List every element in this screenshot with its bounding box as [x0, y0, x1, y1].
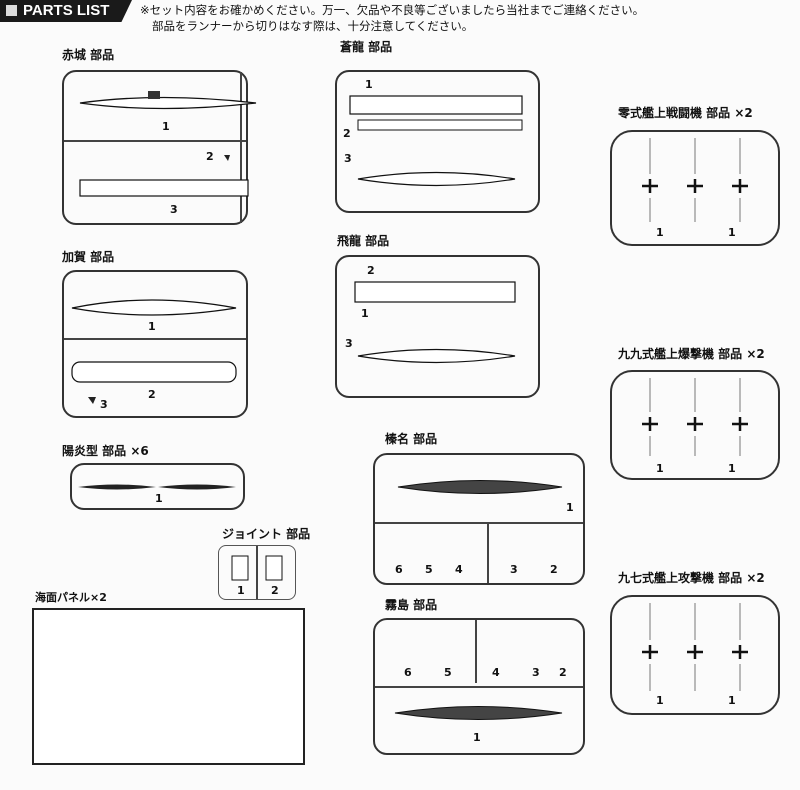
kirishima-sprue: [373, 618, 585, 755]
part-number: 1: [728, 226, 736, 239]
part-number: 1: [656, 226, 664, 239]
part-number: 6: [395, 563, 403, 576]
part-number: 5: [444, 666, 452, 679]
part-number: 3: [100, 398, 108, 411]
part-number: 2: [550, 563, 558, 576]
aircraft-part: [687, 179, 703, 193]
part-number: 1: [365, 78, 373, 91]
aircraft-part: [642, 179, 658, 193]
part-number: 1: [728, 462, 736, 475]
kirishima-label: 霧島 部品: [385, 598, 438, 612]
part-number: 1: [473, 731, 481, 744]
part-number: 3: [344, 152, 352, 165]
part-number: 1: [566, 501, 574, 514]
kaga-label: 加賀 部品: [62, 250, 115, 264]
part-number: 3: [510, 563, 518, 576]
kagero-sprue: [70, 463, 245, 510]
joint-sprue: [218, 545, 296, 600]
part-number: 3: [170, 203, 178, 216]
aircraft-part: [642, 645, 658, 659]
haruna-sprue: [373, 453, 585, 585]
joint-label: ジョイント 部品: [222, 527, 311, 541]
part-number: 1: [361, 307, 369, 320]
hiryu-label: 飛龍 部品: [337, 234, 390, 248]
note-line-1: ※セット内容をお確かめください。万一、欠品や不良等ございましたら当社までご連絡く…: [140, 3, 645, 17]
soryu-label: 蒼龍 部品: [340, 40, 393, 54]
kaga-sprue: [62, 270, 248, 418]
aircraft-part: [687, 417, 703, 431]
part-number: 3: [532, 666, 540, 679]
part-number: 4: [455, 563, 463, 576]
soryu-sprue: [335, 70, 540, 213]
square-icon: [6, 5, 17, 16]
part-number: 2: [148, 388, 156, 401]
hiryu-sprue: [335, 255, 540, 398]
part-number: 4: [492, 666, 500, 679]
sea-panel: [32, 608, 305, 765]
haruna-label: 榛名 部品: [385, 432, 438, 446]
part-number: 1: [155, 492, 163, 505]
aircraft-part: [732, 645, 748, 659]
zero-label: 零式艦上戦闘機 部品 ×2: [618, 106, 753, 120]
parts-list-title: PARTS LIST: [23, 2, 110, 19]
part-number: 1: [237, 584, 245, 597]
part-number: 2: [343, 127, 351, 140]
aircraft-part: [732, 179, 748, 193]
note-line-2: 部品をランナーから切りはなす際は、十分注意してください。: [152, 19, 474, 33]
akagi-label: 赤城 部品: [62, 48, 115, 62]
sea-panel-label: 海面パネル×2: [35, 591, 107, 604]
aircraft-part: [732, 417, 748, 431]
aircraft-part: [642, 417, 658, 431]
part-number: 1: [162, 120, 170, 133]
part-number: 1: [656, 694, 664, 707]
val-sprue: [610, 370, 780, 480]
part-number: 2: [271, 584, 279, 597]
parts-list-tab: PARTS LIST: [0, 0, 132, 22]
part-number: 5: [425, 563, 433, 576]
aircraft-part: [687, 645, 703, 659]
part-number: 1: [728, 694, 736, 707]
kate-sprue: [610, 595, 780, 715]
part-number: 2: [559, 666, 567, 679]
part-number: 2: [206, 150, 214, 163]
part-number: 3: [345, 337, 353, 350]
akagi-sprue: [62, 70, 248, 225]
part-number: 2: [367, 264, 375, 277]
val-label: 九九式艦上爆撃機 部品 ×2: [618, 347, 765, 361]
part-number: 1: [148, 320, 156, 333]
zero-sprue: [610, 130, 780, 246]
kagero-label: 陽炎型 部品 ×6: [62, 444, 149, 458]
kate-label: 九七式艦上攻撃機 部品 ×2: [618, 571, 765, 585]
part-number: 1: [656, 462, 664, 475]
part-number: 6: [404, 666, 412, 679]
